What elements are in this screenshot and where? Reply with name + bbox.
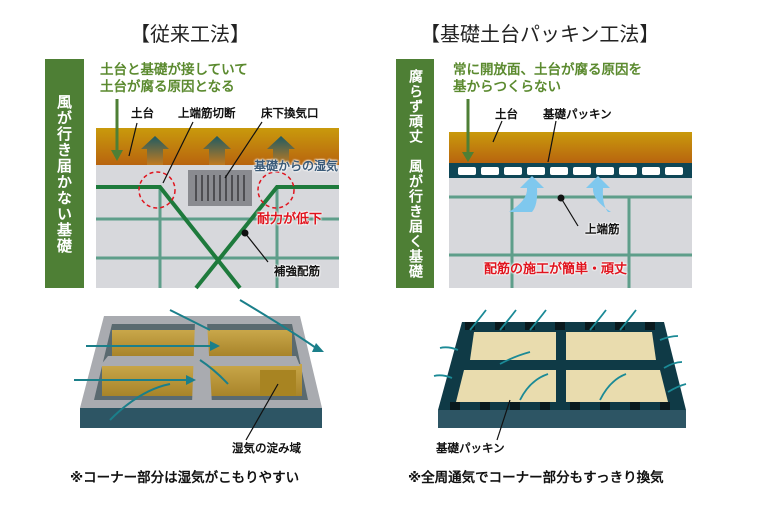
label-rebar-cut: 上端筋切断 bbox=[178, 106, 236, 120]
right-side-label: 腐らず頑丈 風が行き届く基礎 bbox=[396, 59, 434, 288]
label-strength-down: 耐力が低下 bbox=[257, 212, 323, 227]
left-section-panel bbox=[96, 99, 339, 290]
airflow-lines bbox=[433, 309, 687, 401]
left-heading-line1: 土台と基礎が接していて bbox=[100, 62, 248, 78]
rebar-grid bbox=[449, 195, 692, 288]
leader-lines bbox=[128, 121, 269, 263]
packing-blocks bbox=[450, 322, 670, 410]
reinforcement-rebar bbox=[96, 185, 339, 290]
right-heading-line2: 基からつくらない bbox=[453, 79, 561, 95]
right-title: 【基礎土台パッキン工法】 bbox=[420, 22, 660, 46]
right-caption: ※全周通気でコーナー部分もすっきり換気 bbox=[408, 470, 664, 486]
label-packing: 基礎パッキン bbox=[543, 107, 612, 121]
label-reinforcement: 補強配筋 bbox=[274, 264, 320, 278]
moisture-arrows bbox=[141, 136, 295, 165]
label-sill: 土台 bbox=[131, 106, 154, 120]
label-top-rebar: 上端筋 bbox=[585, 222, 620, 236]
right-3d-foundation bbox=[433, 309, 687, 441]
label-easy-construction: 配筋の施工が簡単・頑丈 bbox=[484, 262, 628, 277]
right-section-panel bbox=[449, 99, 692, 288]
left-title: 【従来工法】 bbox=[130, 22, 250, 46]
airflow-arrows bbox=[509, 176, 611, 212]
label-vent: 床下換気口 bbox=[261, 106, 319, 120]
left-3d-foundation bbox=[74, 299, 324, 441]
weak-points bbox=[138, 171, 295, 209]
label-packing-3d: 基礎パッキン bbox=[436, 441, 505, 455]
airflow-lines bbox=[74, 299, 317, 421]
left-caption: ※コーナー部分は湿気がこもりやすい bbox=[70, 470, 300, 486]
right-heading-line1: 常に開放面、土台が腐る原因を bbox=[453, 62, 642, 78]
right-down-arrow bbox=[462, 99, 474, 162]
label-moisture: 基礎からの湿気 bbox=[254, 159, 339, 173]
label-sill: 土台 bbox=[495, 107, 518, 121]
left-side-label: 風が行き届かない基礎 bbox=[45, 59, 84, 288]
packing-slots bbox=[458, 167, 683, 175]
stagnant-area bbox=[260, 370, 296, 396]
left-heading-line2: 土台が腐る原因となる bbox=[100, 79, 235, 95]
label-stagnant: 湿気の淀み域 bbox=[232, 441, 301, 455]
left-down-arrow bbox=[111, 99, 123, 161]
sill-wood bbox=[449, 132, 692, 163]
